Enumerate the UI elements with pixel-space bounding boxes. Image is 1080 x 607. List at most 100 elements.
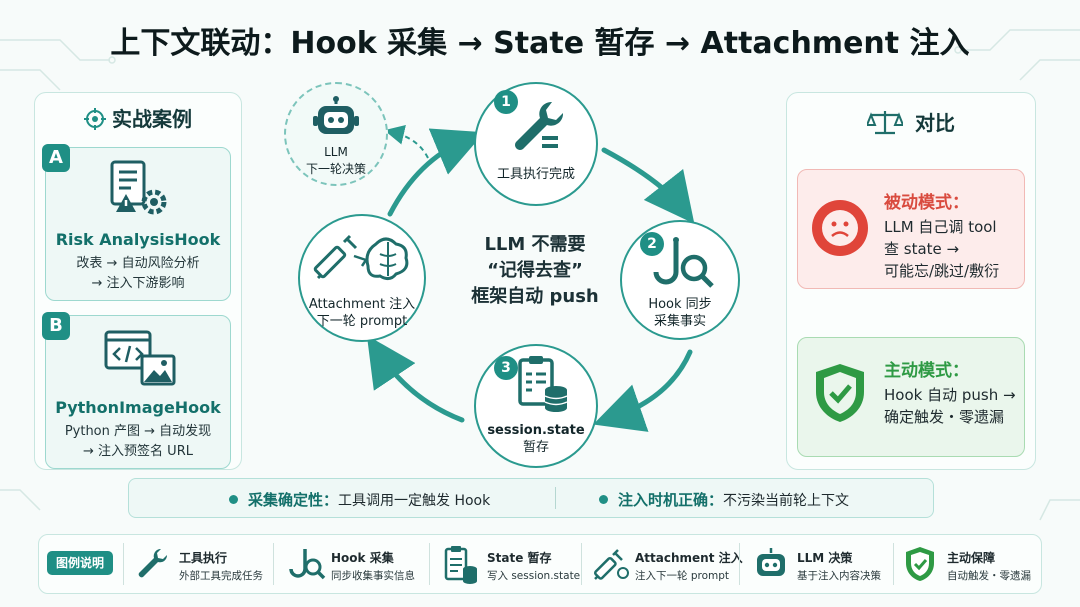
case-b-card: B PythonImageHook Python 产图 → 自动发现 → 注入预… (42, 312, 231, 469)
legend-hook-name: Hook 采集 (331, 551, 394, 565)
node-3-number: 3 (494, 356, 518, 380)
node-4-label: Attachment 注入 下一轮 prompt (300, 296, 424, 330)
tool-execution-node: 1 工具执行完成 (474, 82, 598, 206)
case-b-desc: Python 产图 → 自动发现 → 注入预签名 URL (46, 422, 230, 462)
case-a-card: A Risk AnalysisHook 改表 → 自动风险分析 → 注入下游影响 (42, 144, 231, 301)
node-3-label: session.state 暂存 (476, 422, 596, 456)
hook-icon (289, 549, 326, 580)
node-2-line1: Hook 同步 (648, 297, 712, 312)
wrench-icon (515, 101, 564, 150)
certainty-1-label: 采集确定性： (248, 491, 339, 509)
cycle-center-text: LLM 不需要 “记得去查” 框架自动 push (450, 232, 620, 310)
syringe-icon (593, 549, 629, 580)
node-1-label: 工具执行完成 (476, 166, 596, 183)
node-2-line2: 采集事实 (653, 314, 706, 329)
legend-divider (893, 543, 894, 585)
legend-llm-desc: 基于注入内容决策 (797, 570, 881, 582)
certainty-1-desc: 工具调用一定触发 Hook (338, 493, 491, 509)
llm-node-label: LLM 下一轮决策 (286, 144, 386, 178)
legend-tool-name: 工具执行 (179, 551, 228, 565)
passive-mode-card: 被动模式： LLM 自己调 tool 查 state → 可能忘/跳过/敷衍 (797, 169, 1025, 289)
node-4-line2: 下一轮 prompt (316, 314, 408, 329)
case-a-badge: A (42, 144, 70, 172)
passive-line1: LLM 自己调 tool (884, 218, 997, 236)
sad-face-icon (812, 200, 868, 256)
bullet-dot (599, 495, 608, 504)
active-line1: Hook 自动 push → (884, 386, 1016, 404)
certainty-item-1: 采集确定性：工具调用一定触发 Hook (229, 489, 490, 510)
certainty-2-desc: 不污染当前轮上下文 (723, 493, 850, 509)
llm-node-line1: LLM (324, 145, 348, 159)
legend-state-desc: 写入 session.state (487, 570, 581, 582)
robot-icon (313, 96, 359, 134)
center-line1: LLM 不需要 (484, 234, 586, 255)
active-line2: 确定触发・零遗漏 (884, 408, 1005, 426)
target-icon (84, 108, 106, 130)
case-study-panel: 实战案例 A Risk AnalysisHook 改表 → 自动风险分析 → 注… (34, 92, 242, 470)
node-4-line1: Attachment 注入 (308, 297, 416, 312)
bullet-dot (229, 495, 238, 504)
session-state-node: 3 session.state 暂存 (474, 344, 598, 468)
legend-state-name: State 暂存 (487, 551, 552, 565)
wrench-icon (138, 548, 168, 578)
robot-icon (757, 548, 785, 576)
node-2-label: Hook 同步 采集事实 (622, 296, 738, 330)
case-a-name: Risk AnalysisHook (55, 230, 221, 249)
syringe-brain-icon (313, 234, 409, 281)
balance-scale-icon (865, 111, 905, 135)
legend-llm-name: LLM 决策 (797, 551, 853, 565)
certainty-divider (555, 487, 556, 509)
passive-mode-title: 被动模式： (884, 193, 969, 213)
comparison-heading-text: 对比 (915, 111, 955, 135)
node-3-line2: 暂存 (522, 440, 549, 455)
legend: 图例说明 工具执行 外部工具完成任务 Hook 采集 同步收集事实信息 Stat… (38, 534, 1042, 594)
case-study-heading: 实战案例 (35, 103, 241, 132)
legend-divider (123, 543, 124, 585)
case-a-desc: 改表 → 自动风险分析 → 注入下游影响 (46, 254, 230, 294)
case-study-heading-text: 实战案例 (112, 107, 192, 131)
legend-tool-desc: 外部工具完成任务 (179, 570, 263, 582)
legend-guarantee-name: 主动保障 (947, 551, 996, 565)
case-a-desc-line1: 改表 → 自动风险分析 (76, 256, 200, 271)
passive-line2: 查 state → (884, 240, 960, 258)
legend-attachment-desc: 注入下一轮 prompt (635, 570, 730, 582)
shield-check-icon (906, 547, 934, 581)
node-1-number: 1 (494, 90, 518, 114)
code-image-icon (104, 330, 176, 386)
clipboard-database-icon (444, 546, 477, 584)
legend-attachment-name: Attachment 注入 (635, 551, 743, 565)
comparison-panel: 对比 被动模式： LLM 自己调 tool 查 state → 可能忘/跳过/敷… (786, 92, 1036, 470)
llm-node: LLM 下一轮决策 (284, 82, 388, 186)
center-line2: “记得去查” (487, 260, 583, 281)
llm-node-line2: 下一轮决策 (305, 162, 366, 176)
certainty-item-2: 注入时机正确：不污染当前轮上下文 (599, 489, 849, 510)
case-b-badge: B (42, 312, 70, 340)
case-b-name: PythonImageHook (55, 398, 221, 417)
legend-hook-desc: 同步收集事实信息 (331, 570, 415, 582)
shield-check-icon (816, 364, 864, 422)
legend-divider (273, 543, 274, 585)
comparison-heading: 对比 (787, 107, 1035, 136)
legend-divider (739, 543, 740, 585)
node-2-number: 2 (640, 232, 664, 256)
case-b-desc-line2: → 注入预签名 URL (83, 444, 193, 459)
legend-title: 图例说明 (47, 551, 113, 575)
certainty-bar: 采集确定性：工具调用一定触发 Hook 注入时机正确：不污染当前轮上下文 (128, 478, 934, 518)
legend-divider (581, 543, 582, 585)
case-b-desc-line1: Python 产图 → 自动发现 (64, 424, 212, 439)
node-1-line1: 工具执行完成 (496, 167, 575, 182)
passive-line3: 可能忘/跳过/敷衍 (884, 262, 1000, 280)
legend-divider (429, 543, 430, 585)
hook-collect-node: 2 Hook 同步 采集事实 (620, 220, 740, 340)
case-a-desc-line2: → 注入下游影响 (91, 276, 185, 291)
hook-magnifier-icon (653, 237, 714, 288)
passive-mode-desc: LLM 自己调 tool 查 state → 可能忘/跳过/敷衍 (884, 216, 999, 282)
active-mode-desc: Hook 自动 push → 确定触发・零遗漏 (884, 384, 1016, 428)
clipboard-database-icon (518, 356, 568, 412)
document-warning-gear-icon (110, 160, 167, 215)
page-title: 上下文联动：Hook 采集 → State 暂存 → Attachment 注入 (110, 26, 970, 61)
certainty-2-label: 注入时机正确： (618, 491, 724, 509)
node-3-line1: session.state (487, 423, 585, 438)
